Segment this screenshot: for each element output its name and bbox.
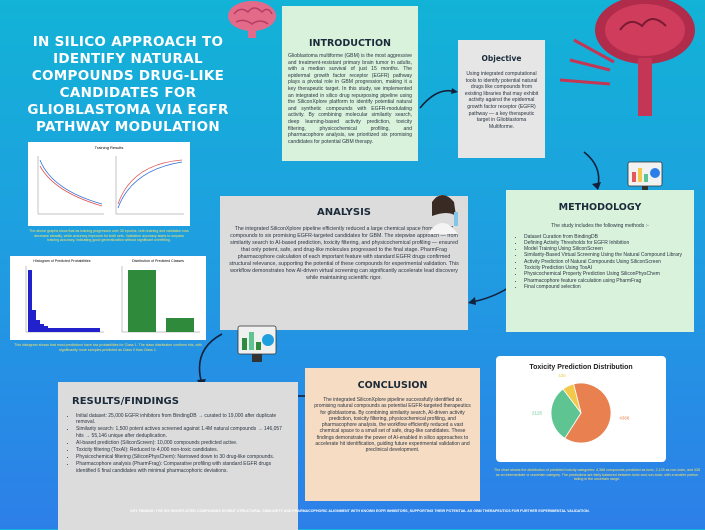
toxicity-chart: Toxicity Prediction Distribution 4368 212… (496, 356, 666, 462)
analysis-text: The integrated SiliconXplore pipeline ef… (229, 226, 459, 281)
list-item: Model Training Using SiliconScreen (524, 246, 686, 252)
training-results-chart: Training Results (28, 142, 190, 226)
pie-slice-label: 2125 (532, 410, 543, 415)
list-item: Defining Activity Thresholds for EGFR In… (524, 240, 686, 246)
introduction-text: Glioblastoma multiforme (GBM) is the mos… (288, 53, 412, 145)
training-chart-title: Training Results (94, 145, 124, 150)
arrow-icon (419, 88, 458, 109)
arrow-icon (583, 151, 601, 190)
introduction-heading: INTRODUCTION (309, 38, 391, 49)
pie-slice (562, 383, 582, 414)
key-finding: KEY FINDING: THE SIX SHORTLISTED COMPOUN… (130, 509, 590, 513)
histogram-bars (25, 266, 200, 333)
methodology-heading: METHODOLOGY (558, 202, 642, 213)
pie-slice (550, 388, 582, 439)
training-chart-caption: The above graphs show that as training p… (29, 229, 189, 243)
list-item: Pharmacophore analysis (PharmFrag): Comp… (76, 461, 290, 473)
pie-slice-label: 435 (558, 373, 566, 378)
pie-slice (564, 382, 612, 444)
list-item: Physicochemical Property Prediction Usin… (524, 271, 686, 277)
objective-panel: Objective Using integrated computational… (458, 40, 545, 158)
list-item: Dataset Curation from BindingDB (524, 234, 686, 240)
list-item: AI-based prediction (SiliconScreen): 10,… (76, 440, 290, 446)
objective-text: Using integrated computational tools to … (464, 71, 539, 130)
class-distribution-title: Distribution of Predicted Classes (132, 259, 184, 263)
toxicity-chart-title: Toxicity Prediction Distribution (529, 364, 633, 371)
list-item: Similarity-Based Virtual Screening Using… (524, 252, 686, 258)
objective-heading: Objective (481, 54, 522, 63)
methodology-list: Dataset Curation from BindingDB Defining… (514, 234, 686, 291)
brain-icon (228, 1, 276, 38)
histogram-title: Histogram of Predicted Probabilities (33, 259, 91, 263)
toxicity-pie: 4368 2125 435 (532, 373, 630, 444)
results-panel: RESULTS/FINDINGS Initial dataset: 25,000… (58, 382, 298, 530)
poster-title: IN SILICO APPROACH TO IDENTIFY NATURAL C… (27, 34, 229, 135)
list-item: Toxicity filtering (ToxAI): Reduced to 4… (76, 447, 290, 453)
conclusion-text: The integrated SiliconXplore pipeline su… (314, 397, 471, 454)
training-curves (37, 156, 184, 215)
analysis-panel: ANALYSIS The integrated SiliconXplore pi… (220, 196, 468, 330)
toxicity-caption: The chart shows the distribution of pred… (494, 468, 700, 482)
analytics-icon (237, 325, 277, 362)
arrow-icon (468, 287, 509, 305)
brain-stem-icon (560, 0, 695, 116)
methodology-intro: The study includes the following methods… (551, 223, 649, 229)
results-list: Initial dataset: 25,000 EGFR inhibitors … (66, 413, 290, 474)
list-item: Activity Prediction of Natural Compounds… (524, 259, 686, 265)
results-heading: RESULTS/FINDINGS (72, 396, 179, 407)
introduction-panel: INTRODUCTION Glioblastoma multiforme (GB… (282, 6, 418, 161)
list-item: Physicochemical filtering (SiliconPhysCh… (76, 454, 290, 460)
scientist-icon (428, 195, 458, 234)
methodology-panel: METHODOLOGY The study includes the follo… (506, 190, 694, 332)
pie-slice-label: 4368 (619, 415, 630, 420)
conclusion-panel: CONCLUSION The integrated SiliconXplore … (305, 368, 480, 501)
dashboard-icon (627, 161, 663, 190)
analysis-heading: ANALYSIS (316, 207, 372, 218)
list-item: Similarity search: 1,500 potent actives … (76, 426, 290, 438)
histogram-caption: This histogram shows that most predictio… (14, 343, 202, 352)
list-item: Pharmacophore feature calculation using … (524, 278, 686, 284)
list-item: Initial dataset: 25,000 EGFR inhibitors … (76, 413, 290, 425)
prediction-histograms: Histogram of Predicted Probabilities Dis… (10, 256, 206, 340)
list-item: Final compound selection (524, 284, 686, 290)
list-item: Toxicity Prediction Using ToxAI (524, 265, 686, 271)
conclusion-heading: CONCLUSION (357, 380, 428, 391)
